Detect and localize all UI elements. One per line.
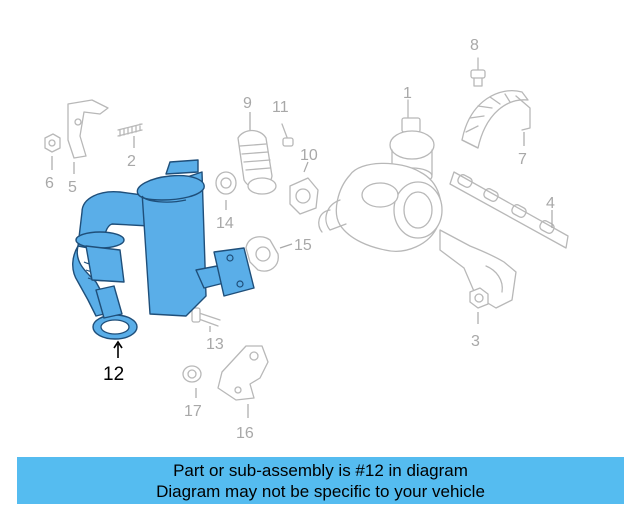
- callout-1[interactable]: 1: [403, 85, 412, 102]
- callout-9[interactable]: 9: [243, 95, 252, 112]
- banner-line-1: Part or sub-assembly is #12 in diagram: [173, 460, 468, 480]
- callout-16[interactable]: 16: [236, 425, 254, 442]
- part-15-gasket[interactable]: [245, 236, 279, 272]
- banner-line-2: Diagram may not be specific to your vehi…: [156, 481, 485, 501]
- callout-17[interactable]: 17: [184, 403, 202, 420]
- part-14-nut[interactable]: [215, 171, 237, 195]
- info-banner: Part or sub-assembly is #12 in diagram D…: [17, 457, 624, 504]
- callout-11[interactable]: 11: [272, 99, 289, 116]
- callout-2[interactable]: 2: [127, 153, 136, 170]
- parts-diagram: 1 2 3 4 5 6 7 8 9 10 11 12 13 14 15 16 1…: [44, 37, 569, 442]
- callout-15[interactable]: 15: [294, 237, 312, 254]
- callout-4[interactable]: 4: [546, 195, 555, 212]
- part-11-bolt[interactable]: [281, 123, 294, 147]
- callout-7[interactable]: 7: [518, 151, 527, 168]
- part-7-heat-shield[interactable]: [461, 90, 531, 149]
- part-3-nut[interactable]: [469, 287, 489, 309]
- callout-14[interactable]: 14: [216, 215, 234, 232]
- part-6-nut[interactable]: [44, 133, 61, 153]
- part-13-bolt[interactable]: [191, 307, 221, 327]
- callout-8[interactable]: 8: [470, 37, 479, 54]
- callout-10[interactable]: 10: [300, 147, 318, 164]
- part-8-bolt[interactable]: [470, 57, 486, 87]
- part-16-bracket[interactable]: [217, 345, 269, 401]
- part-12-catalytic-converter[interactable]: [72, 159, 255, 340]
- part-9-hose[interactable]: [237, 129, 277, 195]
- callout-3[interactable]: 3: [471, 333, 480, 350]
- callout-6[interactable]: 6: [45, 175, 54, 192]
- part-4-manifold-gasket[interactable]: [449, 171, 569, 249]
- part-2-stud[interactable]: [117, 123, 143, 137]
- part-1-turbocharger[interactable]: [318, 99, 443, 252]
- callout-5[interactable]: 5: [68, 179, 77, 196]
- part-17-nut[interactable]: [182, 365, 202, 383]
- callout-13[interactable]: 13: [206, 336, 224, 353]
- part-5-bracket[interactable]: [67, 99, 109, 159]
- callout-12[interactable]: 12: [103, 364, 124, 385]
- part-10-gasket[interactable]: [289, 177, 319, 215]
